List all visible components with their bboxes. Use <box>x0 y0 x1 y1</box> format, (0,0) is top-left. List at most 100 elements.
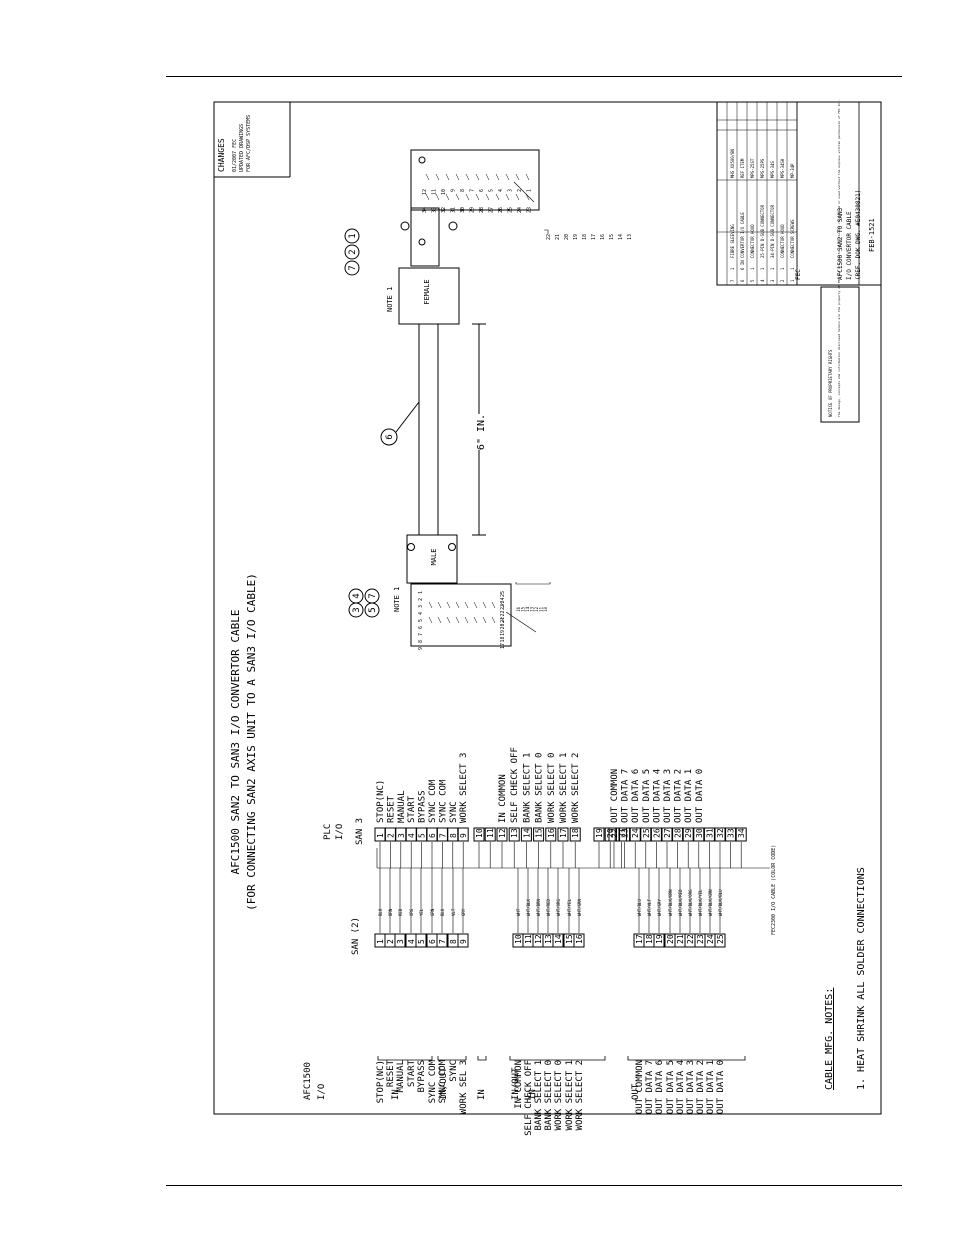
san2-signal-label: OUT DATA 5 <box>666 1060 676 1114</box>
note-right: NOTE 1 <box>386 287 394 312</box>
balloon-label: 2 <box>348 249 358 254</box>
group-bracket <box>377 1056 433 1061</box>
san3-signal-label: IN COMMON <box>498 774 508 823</box>
san3-pin-number: 27 <box>663 828 672 838</box>
san2-pin-number: 20 <box>666 934 675 944</box>
bom-qty: 1 <box>770 267 775 270</box>
san3-pin-box <box>569 827 581 842</box>
san2-pin-box <box>714 933 726 948</box>
wire-color-label: WHT/BRN <box>536 899 541 916</box>
san2-signal-label: OUT DATA 0 <box>716 1060 726 1114</box>
san2-pin-box <box>415 933 427 948</box>
san3-signal-label: OUT COMMON <box>610 769 620 823</box>
wire-color-label: WHT/BLU <box>637 899 642 916</box>
san3-signal-label: STOP(NC) <box>376 780 386 823</box>
bom-qty: 1 <box>730 267 735 270</box>
male-screw-icon <box>448 543 456 551</box>
san2-signal-label: OUT DATA 1 <box>706 1060 716 1114</box>
company-logo-text: FEC <box>795 269 802 280</box>
female-face-screw-icon <box>418 156 426 164</box>
wiring-table: STOP(NC)1BLKRESET2BRNMANUAL3REDSTART4ORG… <box>374 747 770 1136</box>
female-pin-number: 15 <box>609 234 615 240</box>
changes-line1: 01/2007 FEC <box>232 139 238 172</box>
san2-pin-box <box>436 933 448 948</box>
female-pin-number: 19 <box>573 234 579 240</box>
san3-pin-number: 29 <box>684 828 693 838</box>
san3-pin-number: 2 <box>386 833 395 838</box>
female-screw-icon <box>400 221 410 231</box>
group-bracket <box>627 1056 746 1061</box>
bom-desc: 34-PIN D-SUB CONNECTOR <box>770 204 775 258</box>
bom-desc: CONNECTOR SCREWS <box>790 219 795 258</box>
san2-pin-number: 24 <box>706 934 715 944</box>
drawing-border <box>213 101 882 1115</box>
balloon-label: 7 <box>348 265 358 270</box>
san3-pin-number: 6 <box>428 833 437 838</box>
male-pin-number: 23 <box>500 604 506 610</box>
wire-color-label: WHT/BLK/BRN <box>668 889 673 916</box>
changes-title: CHANGES <box>217 138 226 172</box>
san3-pin-number: 18 <box>571 828 580 838</box>
balloon-cable <box>380 428 398 446</box>
san3-pin-box <box>608 827 620 842</box>
wire-color-label: WHT/YEL <box>567 899 572 916</box>
wire-color-label: WHT/BLK <box>526 899 531 916</box>
female-face-screw-icon <box>418 238 426 246</box>
female-pin-number: 9 <box>451 189 457 192</box>
male-pin-number: 5 <box>418 619 424 622</box>
san3-pin-number: 10 <box>475 828 484 838</box>
san3-pin-number: 26 <box>652 828 661 838</box>
male-pin-number: 22 <box>500 611 506 617</box>
male-pin-number: 15 <box>521 606 526 611</box>
female-pin-number: 10 <box>441 189 447 195</box>
pin-leader <box>505 611 537 633</box>
san3-signal-label: MANUAL <box>397 790 407 823</box>
san3-pin-box <box>496 827 508 842</box>
san3-signal-label: SELF CHECK OFF <box>510 747 520 823</box>
wire-color-label: RED <box>398 908 403 916</box>
female-pin-number: 20 <box>564 234 570 240</box>
san3-signal-label: OUT DATA 6 <box>631 769 641 823</box>
male-screw-icon <box>407 543 415 551</box>
san2-pin-number: 9 <box>459 939 468 944</box>
male-pin-number: 11 <box>539 606 544 611</box>
san3-pin-number: 34 <box>737 828 746 838</box>
san2-signal-label: BANK SELECT 1 <box>534 1060 544 1130</box>
bom-qty: 1 <box>780 267 785 270</box>
san3-pin-box <box>484 827 496 842</box>
changes-line3: FOR AFC/DSP SYSTEMS <box>246 115 252 172</box>
wire-color-label: ORG <box>409 908 414 916</box>
bom-qty: 6 IN <box>740 260 745 270</box>
san3-pin-number: 11 <box>486 828 495 838</box>
changes-note: CHANGES 01/2007 FEC UPDATED DRAWINGS FOR… <box>217 115 252 172</box>
san2-signal-label: OUT DATA 7 <box>645 1060 655 1114</box>
san2-signal-label: IN COMMON <box>514 1060 524 1109</box>
wire-color-label: WHT/BLK/YEL <box>698 889 703 916</box>
drawing-subtitle-tb: I/O CONVERTOR CABLE <box>846 211 853 280</box>
wire-color-label: WHT/ORG <box>556 899 561 916</box>
san3-signal-label: SYNC COM <box>428 779 438 823</box>
wiring-headers: AFC1500 I/O SAN (2) PLC I/O SAN 3 CABLE … <box>303 818 867 1100</box>
female-pin-number: 11 <box>432 189 438 195</box>
san3-pin-box <box>473 827 485 842</box>
proprietary-text: The design, concepts and information dis… <box>837 99 841 417</box>
io-group-label: IN <box>528 1089 538 1100</box>
female-pin-number: 5 <box>489 189 495 192</box>
bom-item: 1 <box>790 279 795 282</box>
san3-pin-number: 14 <box>522 828 531 838</box>
san2-signal-label: BYPASS <box>417 1060 427 1093</box>
san2-pin-number: 1 <box>376 939 385 944</box>
san3-pin-box <box>640 827 652 842</box>
san3-pin-box <box>682 827 694 842</box>
san2-pin-number: 19 <box>655 934 664 944</box>
san3-signal-label: WORK SELECT 2 <box>571 753 581 823</box>
bom-part: REF ITEM <box>740 158 745 178</box>
female-pin-number: 8 <box>460 189 466 192</box>
balloon-label: 3 <box>352 607 362 612</box>
san2-signal-label: OUT DATA 2 <box>696 1060 706 1114</box>
balloon-label: 4 <box>352 593 362 598</box>
